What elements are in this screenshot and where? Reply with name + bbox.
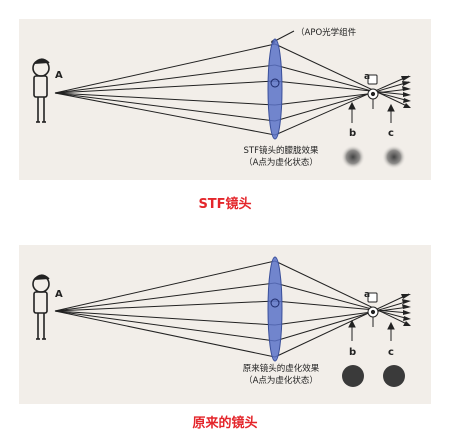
caption-line-2: （A点为虚化状态） bbox=[244, 157, 318, 168]
light-rays bbox=[54, 260, 410, 358]
person-figure-icon bbox=[32, 58, 50, 123]
camera-icon bbox=[367, 292, 379, 327]
point-a-small-label: a bbox=[364, 290, 370, 300]
stf-lens-title: STF镜头 bbox=[198, 197, 252, 212]
light-rays bbox=[54, 43, 410, 136]
bokeh-spot-c bbox=[383, 365, 405, 387]
marker-c-label: c bbox=[388, 347, 394, 358]
bokeh-spot-c bbox=[382, 145, 406, 169]
marker-b-label: b bbox=[349, 128, 356, 139]
caption-line-2: （A点为虚化状态） bbox=[244, 375, 318, 386]
original-lens-title: 原来的镜头 bbox=[192, 416, 258, 431]
original-optics-diagram: A bbox=[32, 256, 411, 387]
lens-element bbox=[267, 38, 283, 140]
ray-arrowheads bbox=[401, 76, 411, 108]
original-lens-diagram-panel: A bbox=[19, 245, 431, 404]
marker-c-label: c bbox=[388, 128, 394, 139]
stf-optics-diagram: A （APO光学组件 bbox=[32, 27, 411, 169]
lens-center-mark bbox=[270, 78, 280, 88]
apo-label: （APO光学组件 bbox=[296, 27, 357, 38]
caption-line-1: STF镜头的朦胧效果 bbox=[244, 145, 319, 156]
camera-icon bbox=[367, 74, 379, 109]
stf-lens-diagram-panel: A （APO光学组件 bbox=[19, 19, 431, 180]
bokeh-spot-b bbox=[342, 365, 364, 387]
marker-arrows bbox=[348, 101, 395, 123]
ray-arrowheads bbox=[401, 294, 411, 326]
person-figure-icon bbox=[32, 274, 50, 340]
bokeh-spot-b bbox=[341, 145, 365, 169]
point-a-label: A bbox=[55, 70, 63, 81]
marker-arrows bbox=[348, 319, 395, 341]
marker-b-label: b bbox=[349, 347, 356, 358]
lens-element bbox=[267, 256, 283, 362]
lens-center-mark bbox=[270, 298, 280, 308]
point-a-label: A bbox=[55, 289, 63, 300]
point-a-small-label: a bbox=[364, 72, 370, 82]
caption-line-1: 原来镜头的虚化效果 bbox=[243, 363, 320, 374]
